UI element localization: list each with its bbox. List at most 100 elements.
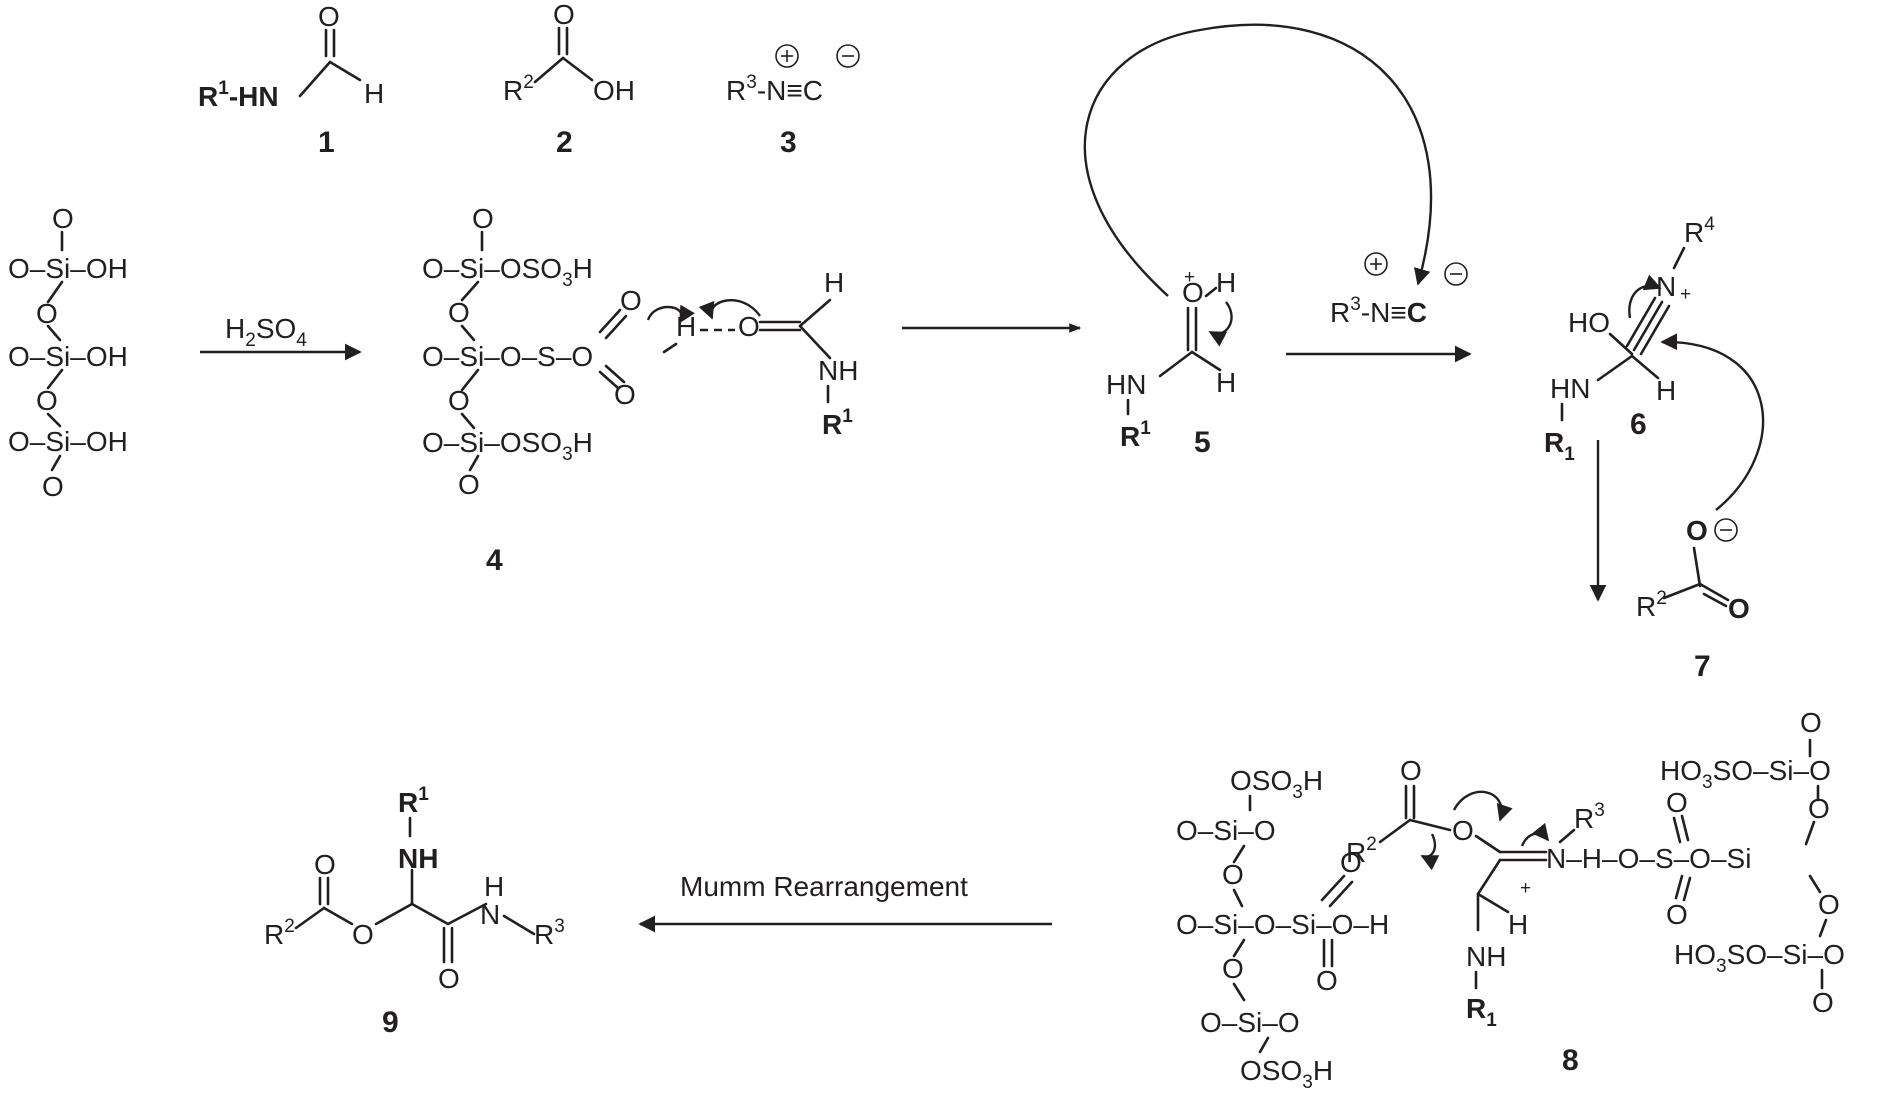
svg-text:O: O	[352, 919, 374, 950]
svg-text:H: H	[1508, 909, 1528, 940]
svg-text:O: O	[553, 0, 575, 30]
svg-text:O–Si–OSO3H: O–Si–OSO3H	[422, 253, 593, 291]
label-compound-8: 8	[1562, 1044, 1579, 1077]
svg-text:HO3SO–Si–O: HO3SO–Si–O	[1674, 939, 1845, 977]
arrow-5-to-6: R3-N≡C	[1286, 252, 1472, 363]
svg-text:O: O	[614, 379, 636, 410]
svg-text:R3: R3	[1574, 800, 1605, 834]
svg-text:O: O	[448, 297, 470, 328]
svg-text:NH: NH	[818, 355, 858, 386]
svg-text:O: O	[1452, 815, 1474, 846]
svg-text:R1: R1	[398, 784, 429, 818]
svg-text:O: O	[738, 311, 760, 342]
svg-text:O–Si–OH: O–Si–OH	[8, 253, 128, 284]
svg-text:O–Si–OH: O–Si–OH	[8, 426, 128, 457]
compound-5: O + H H HN R1 5	[1083, 23, 1433, 459]
silica-structure: O O–Si–OH O O–Si–OH O O–Si–OH O	[8, 203, 128, 502]
svg-text:O: O	[42, 471, 64, 502]
svg-text:+: +	[1680, 284, 1691, 305]
svg-text:O: O	[318, 1, 340, 32]
arrow-mumm-rearrangement: Mumm Rearrangement	[638, 871, 1052, 933]
svg-text:O: O	[1182, 277, 1204, 308]
svg-text:R2: R2	[1636, 588, 1667, 622]
svg-text:OH: OH	[593, 75, 635, 106]
svg-text:O: O	[1800, 707, 1822, 738]
svg-text:R3-N≡C: R3-N≡C	[1330, 294, 1427, 328]
svg-text:O: O	[438, 963, 460, 994]
compound-9: R2 O O NH R1 O H N R3 9	[264, 784, 565, 1039]
svg-text:O: O	[1666, 899, 1688, 930]
svg-text:H: H	[1216, 367, 1236, 398]
svg-text:O–Si–OSO3H: O–Si–OSO3H	[422, 427, 593, 465]
svg-text:O: O	[1400, 755, 1422, 786]
svg-text:H: H	[364, 78, 384, 109]
svg-text:R2: R2	[1346, 834, 1377, 868]
svg-text:O: O	[620, 285, 642, 316]
svg-text:O: O	[448, 385, 470, 416]
svg-text:+: +	[1184, 267, 1195, 288]
svg-text:O: O	[52, 203, 74, 234]
compound-2: R2 O OH 2	[503, 0, 635, 159]
svg-text:HO: HO	[1568, 307, 1610, 338]
svg-text:HN: HN	[1550, 373, 1590, 404]
label-compound-4: 4	[486, 544, 503, 577]
svg-text:H: H	[676, 311, 696, 342]
compound-7: O R2 O 7	[1636, 515, 1750, 683]
arrow-sulfation: H2SO4	[200, 313, 362, 361]
svg-text:O–Si–O–S–O: O–Si–O–S–O	[422, 341, 593, 372]
svg-text:O: O	[1818, 889, 1840, 920]
svg-text:NH: NH	[398, 843, 438, 874]
label-compound-2: 2	[556, 126, 573, 159]
svg-text:R2: R2	[264, 916, 295, 950]
svg-text:O: O	[36, 298, 58, 329]
svg-text:H: H	[1656, 375, 1676, 406]
svg-text:O: O	[314, 849, 336, 880]
svg-text:R3: R3	[534, 916, 565, 950]
svg-text:R1: R1	[1466, 993, 1497, 1031]
mumm-rearrangement-label: Mumm Rearrangement	[680, 871, 968, 902]
svg-text:O: O	[1666, 787, 1688, 818]
svg-text:R2: R2	[503, 72, 534, 106]
svg-text:R1: R1	[1544, 427, 1575, 465]
compound-6: R4 N + HO H HN R1 6	[1544, 214, 1765, 602]
svg-text:N: N	[480, 899, 500, 930]
svg-text:R4: R4	[1684, 214, 1715, 248]
svg-text:O: O	[1316, 965, 1338, 996]
compound-8: OSO3H O–Si–O O O–Si–O–Si–O–H O O O O–Si–…	[1176, 707, 1845, 1093]
svg-text:+: +	[1520, 878, 1531, 899]
svg-text:O: O	[472, 203, 494, 234]
svg-text:O: O	[1340, 847, 1362, 878]
svg-text:O: O	[1222, 859, 1244, 890]
svg-text:O–Si–O: O–Si–O	[1176, 815, 1276, 846]
svg-text:NH: NH	[1466, 941, 1506, 972]
svg-text:O: O	[1222, 953, 1244, 984]
svg-text:R1: R1	[1120, 418, 1151, 452]
label-compound-9: 9	[382, 1006, 399, 1039]
svg-text:O–Si–O: O–Si–O	[1200, 1007, 1300, 1038]
compound-4: O O–Si–OSO3H O O–Si–O–S–O O O O O–Si–OSO…	[422, 203, 858, 577]
svg-text:O: O	[1812, 987, 1834, 1018]
svg-text:R3-N≡C: R3-N≡C	[726, 72, 823, 106]
svg-text:R1-HN: R1-HN	[198, 78, 279, 112]
svg-text:O: O	[458, 469, 480, 500]
svg-text:O: O	[1808, 793, 1830, 824]
label-compound-7: 7	[1694, 650, 1711, 683]
svg-text:OSO3H: OSO3H	[1230, 765, 1323, 803]
svg-text:OSO3H: OSO3H	[1240, 1055, 1333, 1093]
label-compound-5: 5	[1194, 426, 1211, 459]
label-compound-1: 1	[318, 126, 335, 159]
compound-3: R3-N≡C 3	[726, 44, 860, 159]
svg-text:N–H–O–S–O–Si: N–H–O–S–O–Si	[1546, 843, 1751, 874]
label-compound-6: 6	[1630, 408, 1647, 441]
svg-text:O–Si–O–Si–O–H: O–Si–O–Si–O–H	[1176, 909, 1389, 940]
compound-1: R1-HN O H 1	[198, 1, 384, 159]
svg-text:O–Si–OH: O–Si–OH	[8, 341, 128, 372]
svg-text:H: H	[824, 267, 844, 298]
svg-text:O: O	[1728, 593, 1750, 624]
svg-text:R1: R1	[822, 406, 853, 440]
svg-text:O: O	[1686, 515, 1708, 546]
svg-text:H2SO4: H2SO4	[225, 313, 307, 351]
svg-text:H: H	[484, 871, 504, 902]
label-compound-3: 3	[780, 126, 797, 159]
